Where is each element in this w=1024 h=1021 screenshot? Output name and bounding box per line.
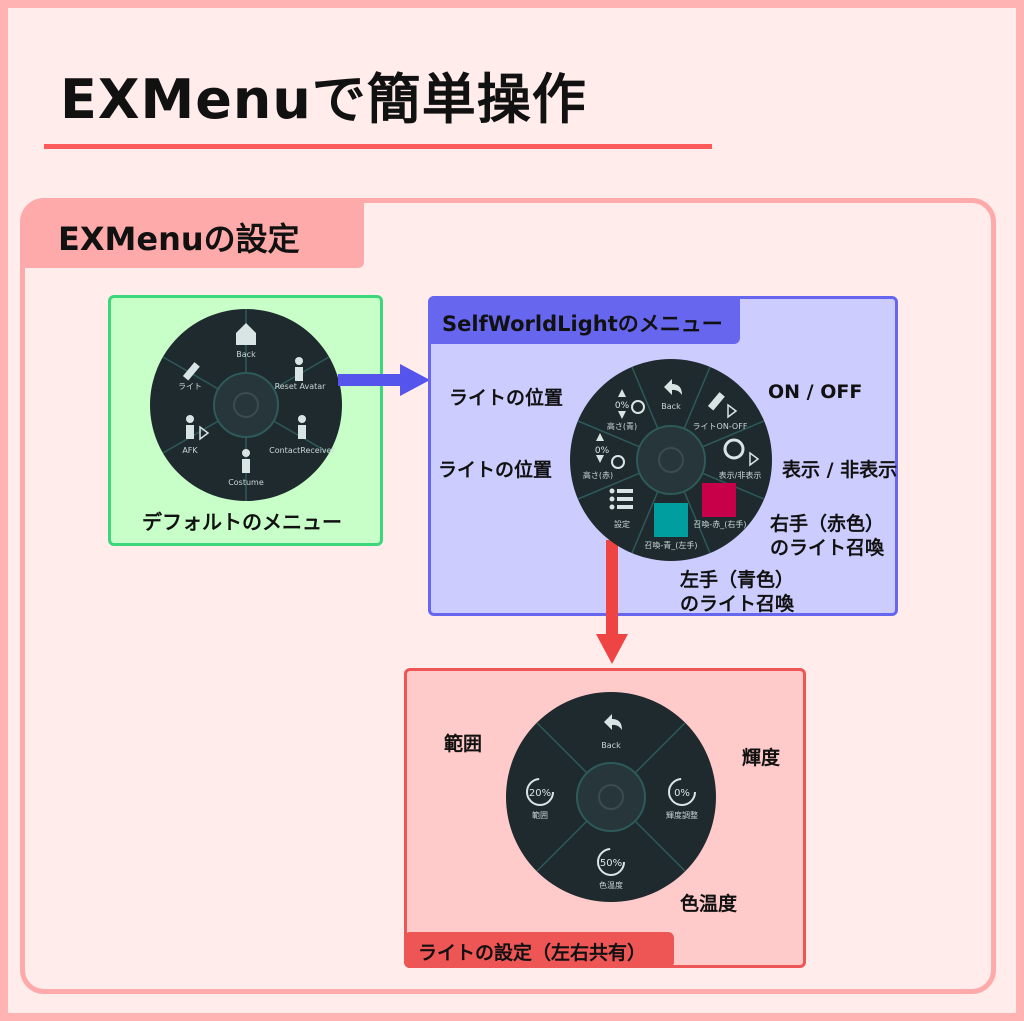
range-value: 20% — [529, 788, 551, 799]
settings-section — [20, 198, 996, 994]
default-radial-menu: Back Reset Avatar ContactReceiver Costum… — [150, 309, 342, 501]
range-dial-icon — [526, 778, 554, 806]
afk-person-icon — [186, 415, 194, 423]
flashlight-icon — [707, 392, 725, 411]
default-item-costume[interactable]: Costume — [228, 478, 264, 487]
default-item-afk[interactable]: AFK — [182, 446, 198, 455]
settings-menu-footer: ライトの設定（左右共有） — [404, 932, 674, 968]
brightness-dial-icon — [668, 778, 696, 806]
swl-item-height-blue[interactable]: 高さ(青) — [607, 421, 637, 431]
settings-item-temperature[interactable]: 色温度 — [599, 880, 623, 890]
swl-menu-header-text: SelfWorldLightのメニュー — [442, 312, 723, 336]
default-item-reset-avatar[interactable]: Reset Avatar — [275, 382, 327, 391]
settings-menu-footer-text: ライトの設定（左右共有） — [418, 942, 647, 964]
default-item-back[interactable]: Back — [236, 350, 256, 359]
blue-swatch — [654, 503, 688, 537]
swl-menu-header: SelfWorldLightのメニュー — [428, 296, 740, 344]
swl-item-settings[interactable]: 設定 — [614, 519, 630, 529]
section-header: EXMenuの設定 — [22, 200, 364, 268]
annotation-light-position-1: ライトの位置 — [449, 387, 564, 409]
swl-item-summon-blue[interactable]: 召喚-青_(左手) — [644, 540, 697, 550]
flow-arrow-down — [596, 540, 628, 664]
page-title: EXMenuで簡単操作 — [60, 68, 587, 131]
back-arrow-icon — [664, 379, 682, 395]
annotation-brightness: 輝度 — [742, 747, 781, 769]
flow-arrow-right — [338, 364, 430, 396]
settings-item-back[interactable]: Back — [601, 741, 621, 750]
default-item-light[interactable]: ライト — [178, 382, 202, 391]
refresh-icon — [723, 438, 745, 460]
costume-person-icon — [242, 449, 250, 457]
annotation-left-hand-2: のライト召喚 — [680, 593, 795, 615]
annotation-temperature: 色温度 — [680, 893, 738, 915]
list-icon — [609, 488, 633, 510]
default-menu-caption: デフォルトのメニュー — [142, 510, 342, 534]
settings-item-range[interactable]: 範囲 — [532, 810, 548, 820]
annotation-light-position-2: ライトの位置 — [438, 459, 553, 481]
title-underline — [44, 144, 712, 149]
play-icon — [199, 425, 210, 441]
red-swatch — [702, 483, 736, 517]
height-arrows-icon — [596, 389, 626, 463]
back-arrow-icon — [604, 714, 622, 730]
swl-item-summon-red[interactable]: 召喚-赤_(右手) — [693, 519, 746, 529]
settings-item-brightness[interactable]: 輝度調整 — [666, 810, 698, 820]
swl-item-show-hide[interactable]: 表示/非表示 — [719, 470, 762, 480]
annotation-on-off: ON / OFF — [768, 381, 863, 403]
annotation-left-hand-1: 左手（青色） — [680, 569, 795, 591]
height-red-percent: 0% — [595, 446, 610, 456]
temperature-dial-icon — [597, 848, 625, 876]
swl-radial-menu: 0% 0% Back ライトON-OFF 表示/非表示 召喚-赤_(右手) 召喚… — [570, 359, 772, 561]
contact-person-icon — [298, 415, 306, 423]
default-item-contact-receiver[interactable]: ContactReceiver — [269, 446, 335, 455]
home-icon — [236, 323, 256, 345]
settings-radial-menu: 0% 50% 20% Back 輝度調整 色温度 範囲 — [506, 692, 716, 902]
section-title: EXMenuの設定 — [58, 220, 300, 258]
temperature-value: 50% — [600, 858, 622, 869]
swl-item-height-red[interactable]: 高さ(赤) — [583, 470, 613, 480]
annotation-show-hide: 表示 / 非表示 — [782, 459, 898, 481]
annotation-range: 範囲 — [444, 733, 483, 755]
swl-item-light-onoff[interactable]: ライトON-OFF — [693, 422, 748, 431]
swl-item-back[interactable]: Back — [661, 402, 681, 411]
flashlight-icon — [182, 362, 200, 381]
brightness-value: 0% — [674, 788, 690, 799]
reset-avatar-icon — [295, 357, 303, 365]
annotation-right-hand-1: 右手（赤色） — [770, 513, 885, 535]
height-blue-percent: 0% — [615, 401, 630, 411]
annotation-right-hand-2: のライト召喚 — [770, 537, 885, 559]
